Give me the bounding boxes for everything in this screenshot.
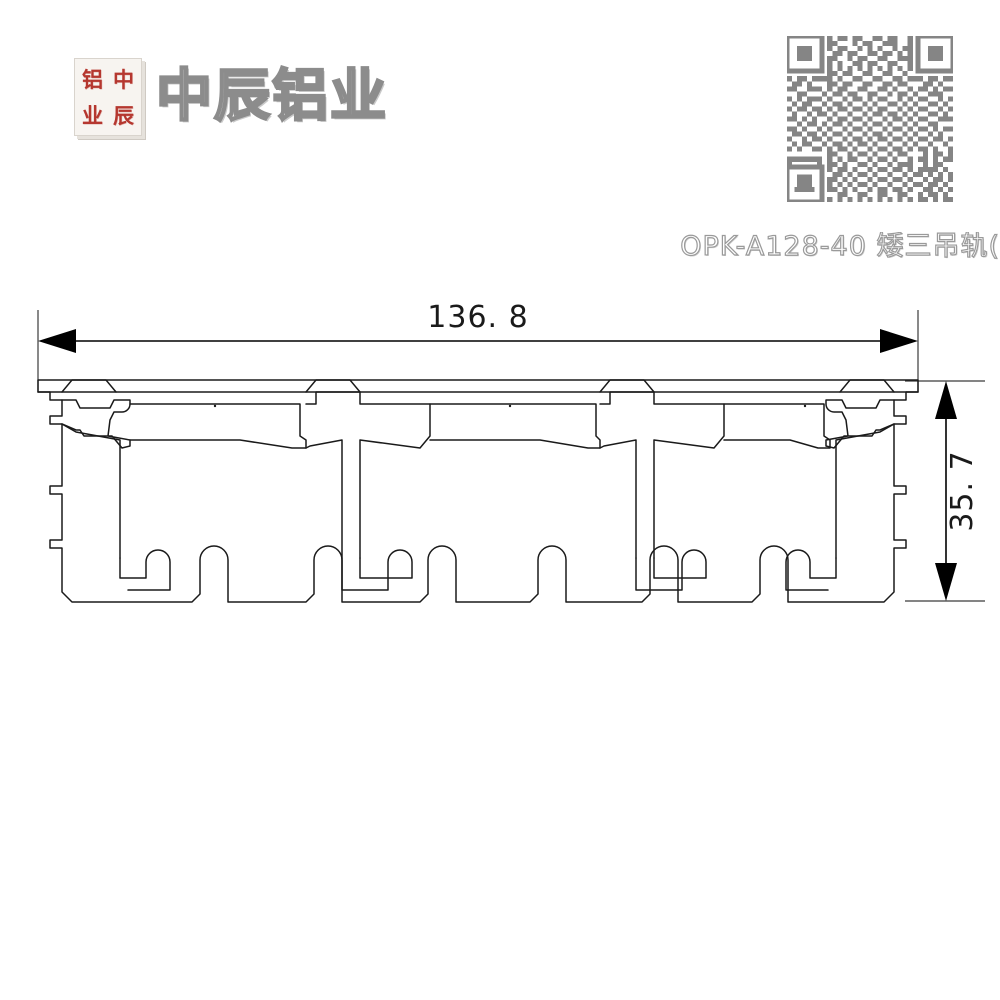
arrow-down	[935, 563, 957, 601]
t-divider-1	[305, 391, 431, 559]
channel-3	[723, 403, 831, 449]
center-reference-marks	[213, 404, 807, 408]
seal-char-3: 业	[82, 102, 103, 128]
arrow-up	[935, 381, 957, 419]
channel-1	[129, 403, 307, 449]
channel-2	[429, 403, 601, 449]
height-dimension-label: 35. 7	[945, 450, 980, 531]
qr-code[interactable]	[787, 36, 953, 202]
left-wall-inner-detail	[61, 399, 131, 559]
arrow-right	[880, 329, 918, 353]
seal-char-1: 铝	[82, 66, 103, 92]
width-extension-lines	[37, 310, 919, 392]
product-caption: OPK-A128-40 矮三吊轨(	[680, 232, 1000, 262]
qr-modules	[787, 36, 953, 202]
width-dimension: 136. 8	[38, 300, 918, 353]
profile-geometry	[37, 379, 919, 603]
brand-header: 铝 中 业 辰 中辰铝业	[74, 58, 388, 136]
top-cap-notches	[61, 379, 895, 393]
seal-char-4: 辰	[113, 102, 134, 128]
company-seal-logo: 铝 中 业 辰	[74, 58, 142, 136]
profile-outer-wall	[37, 379, 919, 603]
right-wall-inner-detail	[825, 399, 895, 559]
bottom-hooks	[119, 549, 837, 591]
width-dimension-label: 136. 8	[427, 300, 528, 335]
height-dimension: 35. 7	[935, 381, 980, 601]
arrow-left	[38, 329, 76, 353]
company-name: 中辰铝业	[155, 64, 388, 129]
seal-char-2: 中	[113, 66, 134, 92]
t-divider-2	[599, 391, 725, 559]
